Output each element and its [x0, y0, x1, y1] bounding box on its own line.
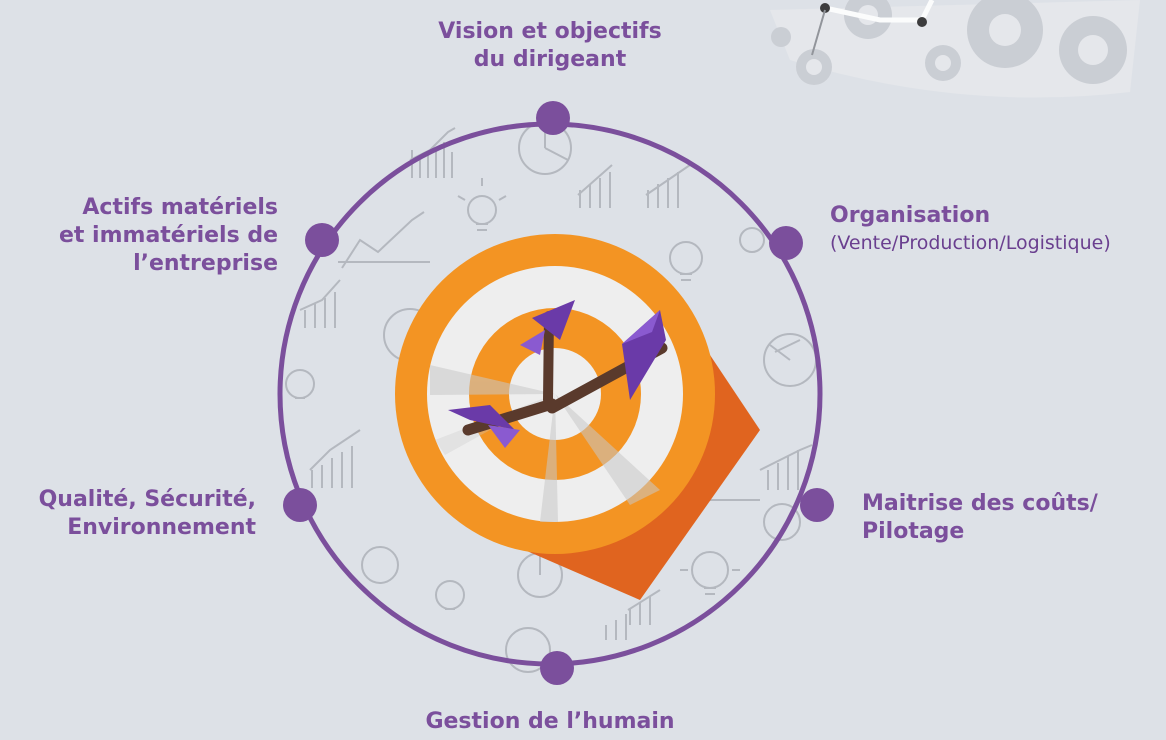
label-organisation-subtitle: (Vente/Production/Logistique): [830, 232, 1111, 254]
lightbulb-icon: [435, 580, 465, 610]
node-organisation: [769, 226, 803, 260]
lightbulb-icon: [285, 369, 315, 399]
label-organisation: Organisation (Vente/Production/Logistiqu…: [830, 202, 1166, 256]
lightbulb-icon: [457, 178, 507, 231]
label-gestion: Gestion de l’humain: [425, 709, 675, 734]
dart-icon: [520, 300, 575, 405]
gears-icon: [770, 0, 1140, 98]
label-vision: Vision et objectifs du dirigeant: [438, 19, 662, 72]
pie-chart-icon: [505, 627, 551, 673]
node-maitrise: [800, 488, 834, 522]
label-actifs: Actifs matériels et immatériels de l’ent…: [58, 195, 278, 276]
growth-chart-icon: [645, 164, 691, 208]
label-maitrise: Maitrise des coûts/ Pilotage: [862, 491, 1098, 544]
target-icon: [395, 234, 760, 600]
growth-chart-icon: [299, 279, 341, 328]
node-actifs: [305, 223, 339, 257]
growth-chart-icon: [627, 589, 661, 625]
pie-chart-icon: [763, 503, 801, 541]
node-vision: [536, 101, 570, 135]
pie-chart-icon: [763, 333, 817, 387]
lightbulb-icon: [669, 241, 703, 281]
dart-icon: [546, 310, 668, 414]
growth-chart-icon: [759, 444, 813, 490]
node-gestion: [540, 651, 574, 685]
growth-line-icon: [341, 211, 425, 269]
pie-chart-icon: [361, 546, 399, 584]
growth-chart-icon: [577, 164, 613, 208]
lightbulb-icon: [680, 551, 740, 595]
ring-nodes: [283, 101, 834, 685]
dart-icon: [448, 398, 558, 448]
node-qualite: [283, 488, 317, 522]
growth-chart-icon: [309, 429, 361, 488]
growth-chart-icon: [605, 614, 627, 640]
label-qualite: Qualité, Sécurité, Environnement: [38, 487, 256, 540]
lightbulb-icon: [739, 227, 765, 253]
